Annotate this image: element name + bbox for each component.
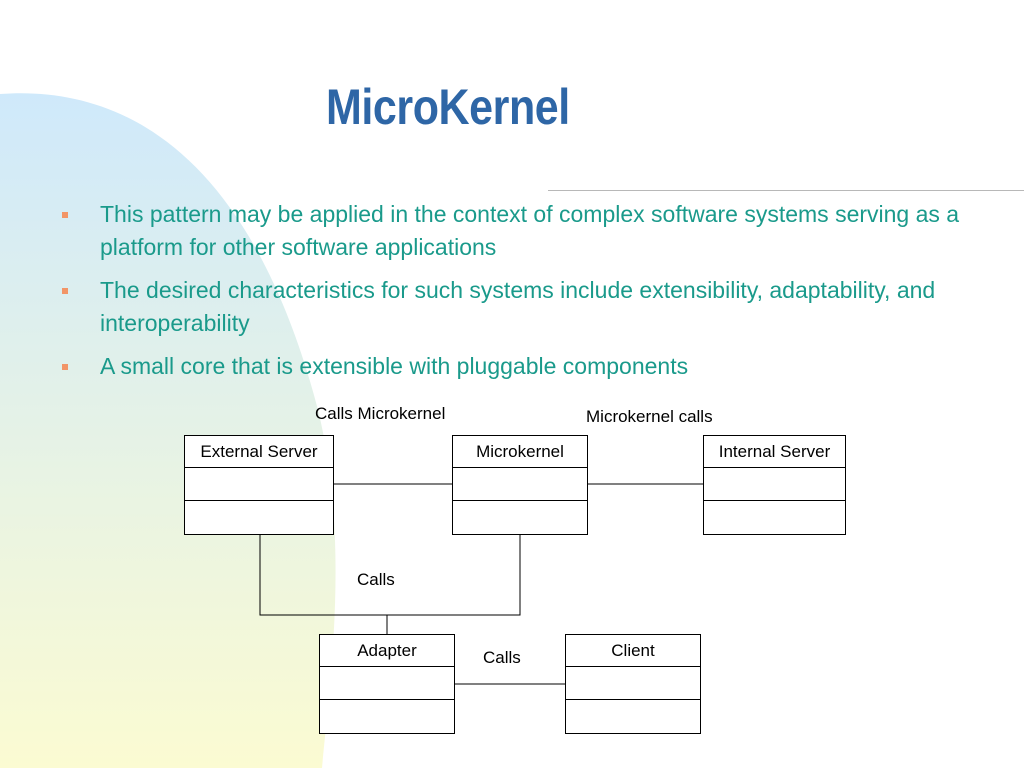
class-operations bbox=[453, 501, 587, 533]
class-name: Microkernel bbox=[476, 441, 564, 461]
bullet-text: This pattern may be applied in the conte… bbox=[100, 201, 960, 260]
relation-label-calls-microkernel: Calls Microkernel bbox=[315, 404, 446, 423]
class-name: Internal Server bbox=[718, 441, 831, 461]
class-operations bbox=[704, 501, 845, 533]
relation-label-microkernel-calls: Microkernel calls bbox=[586, 407, 713, 426]
class-attributes bbox=[320, 667, 454, 700]
title-divider bbox=[548, 190, 1024, 191]
class-operations bbox=[185, 501, 333, 533]
bullet-item: A small core that is extensible with plu… bbox=[62, 350, 1022, 383]
class-attributes bbox=[453, 468, 587, 501]
square-bullet-icon bbox=[62, 212, 68, 218]
class-external-server: External Server bbox=[184, 435, 334, 535]
class-name: External Server bbox=[200, 441, 318, 461]
class-operations bbox=[320, 700, 454, 732]
class-adapter: Adapter bbox=[319, 634, 455, 734]
class-name: Client bbox=[611, 640, 655, 660]
bullet-list: This pattern may be applied in the conte… bbox=[62, 198, 1022, 393]
page-title: MicroKernel bbox=[326, 79, 570, 135]
relation-label-adapter-calls: Calls bbox=[357, 570, 395, 589]
class-attributes bbox=[566, 667, 700, 700]
bullet-text: A small core that is extensible with plu… bbox=[100, 353, 689, 379]
adapter-calls-connector bbox=[259, 534, 521, 616]
background-arc bbox=[0, 93, 336, 768]
bullet-item: The desired characteristics for such sys… bbox=[62, 274, 1022, 340]
class-client: Client bbox=[565, 634, 701, 734]
class-operations bbox=[566, 700, 700, 732]
relation-label-client-calls: Calls bbox=[483, 648, 521, 667]
class-microkernel: Microkernel bbox=[452, 435, 588, 535]
class-name: Adapter bbox=[357, 640, 417, 660]
class-attributes bbox=[704, 468, 845, 501]
class-attributes bbox=[185, 468, 333, 501]
bullet-item: This pattern may be applied in the conte… bbox=[62, 198, 1022, 264]
square-bullet-icon bbox=[62, 288, 68, 294]
class-internal-server: Internal Server bbox=[703, 435, 846, 535]
square-bullet-icon bbox=[62, 364, 68, 370]
bullet-text: The desired characteristics for such sys… bbox=[100, 277, 936, 336]
